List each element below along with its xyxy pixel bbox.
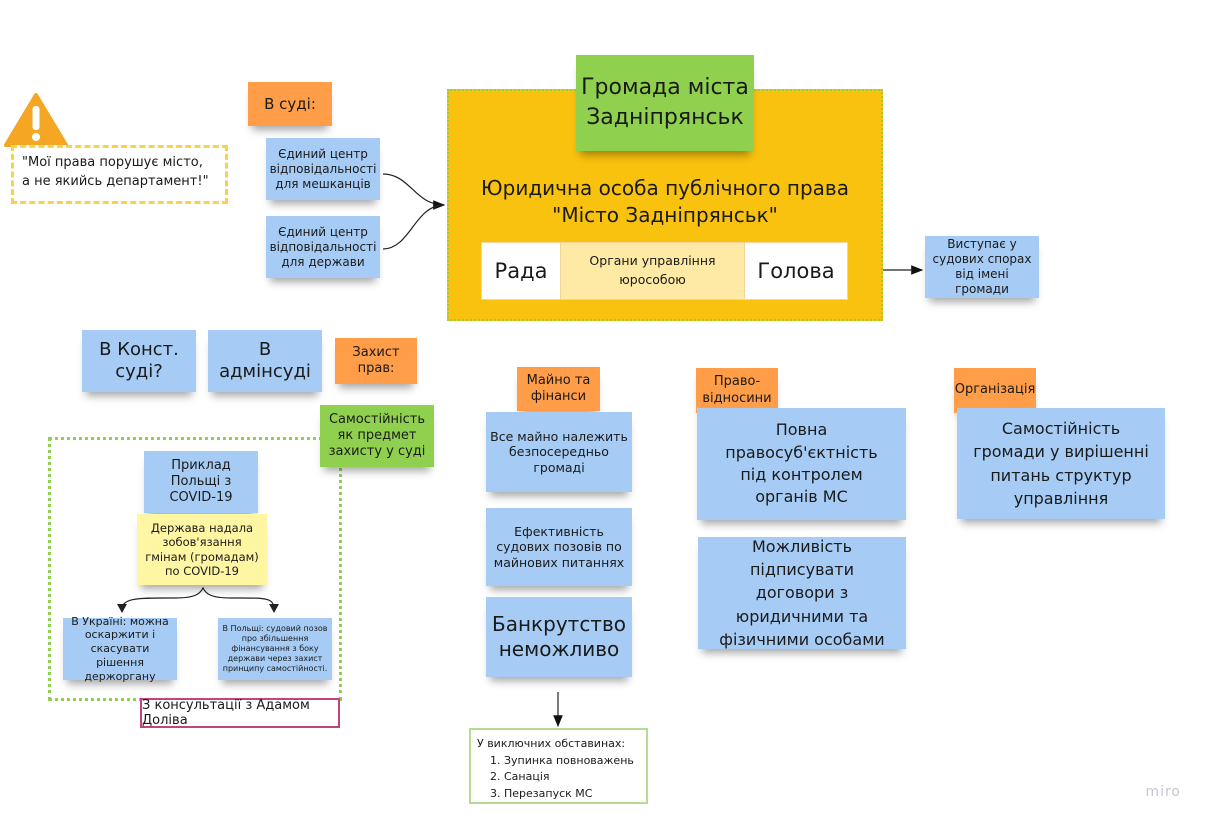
represents-sticky[interactable]: Виступає у судових спорах від імені гром… — [925, 236, 1039, 298]
all-property-text: Все майно належить безпосередньо громаді — [490, 428, 628, 475]
quote-line-1: "Мої права порушує місто, — [22, 155, 203, 170]
court-label-sticky[interactable]: В суді: — [248, 82, 332, 126]
head-cell[interactable]: Голова — [744, 242, 848, 300]
brace-split-connector — [121, 586, 275, 611]
organization-autonomy-sticky[interactable]: Самостійність громади у вирішенні питань… — [957, 408, 1165, 519]
admin-court-sticky[interactable]: В адмінсуді — [208, 330, 322, 392]
exceptional-item-2: 2. Санація — [490, 770, 550, 783]
brace-arrow-left — [117, 604, 127, 613]
brace-arrow-right — [269, 604, 279, 613]
warning-triangle-icon — [4, 92, 68, 148]
exceptional-item-3: 3. Перезапуск МС — [490, 786, 593, 800]
head-text: Голова — [757, 259, 835, 283]
bankruptcy-text: Банкрутство неможливо — [492, 612, 626, 661]
warning-quote-note[interactable]: "Мої права порушує місто, а не якийсь де… — [11, 145, 228, 204]
governing-bodies-text: Органи управління юрособою — [589, 253, 716, 287]
exceptional-circumstances-box[interactable]: У виключних обставинах: 1. Зупинка повно… — [469, 728, 648, 804]
autonomy-protection-sticky[interactable]: Самостійність як предмет захисту у суді — [320, 405, 434, 467]
council-text: Рада — [494, 259, 548, 283]
all-property-sticky[interactable]: Все майно належить безпосередньо громаді — [486, 412, 632, 492]
entity-title: Юридична особа публічного права "Місто З… — [449, 175, 881, 229]
community-title-sticky[interactable]: Громада міста Задніпрянськ — [576, 55, 754, 151]
connector-residents-to-entity — [382, 173, 446, 210]
contracts-sticky[interactable]: Можливість підписувати договори з юридич… — [698, 537, 906, 649]
miro-logo: miro — [1145, 784, 1181, 800]
legal-entity-frame[interactable]: Юридична особа публічного права "Місто З… — [447, 89, 883, 321]
relations-label-sticky[interactable]: Право-відносини — [696, 368, 778, 413]
center-state-sticky[interactable]: Єдиний центр відповідальності для держав… — [266, 216, 380, 278]
center-residents-sticky[interactable]: Єдиний центр відповідальності для мешкан… — [266, 138, 380, 200]
autonomy-protection-text: Самостійність як предмет захисту у суді — [328, 411, 426, 460]
contracts-text: Можливість підписувати договори з юридич… — [719, 537, 885, 649]
court-label: В суді: — [264, 94, 316, 113]
organization-label: Організація — [954, 382, 1036, 398]
consultation-text: З консультації з Адамом Доліва — [142, 698, 310, 728]
poland-example-sticky[interactable]: Приклад Польщі з COVID-19 — [144, 451, 258, 513]
ukraine-sticky[interactable]: В Україні: можна оскаржити і скасувати р… — [63, 615, 177, 683]
poland-example-text: Приклад Польщі з COVID-19 — [169, 457, 233, 506]
full-capacity-sticky[interactable]: Повна правосуб'єктність під контролем ор… — [697, 408, 906, 520]
center-residents-text: Єдиний центр відповідальності для мешкан… — [269, 146, 377, 191]
admin-court-text: В адмінсуді — [219, 338, 311, 383]
bankruptcy-sticky[interactable]: Банкрутство неможливо — [486, 597, 632, 677]
lawsuits-sticky[interactable]: Ефективність судових позовів по майнових… — [486, 508, 632, 586]
quote-line-2: а не якийсь департамент!" — [22, 173, 209, 189]
relations-label: Право-відносини — [702, 374, 772, 406]
connector-state-to-entity — [382, 204, 445, 250]
poland-text: В Польщі: судовий позов про збільшення ф… — [222, 624, 328, 673]
lawsuits-text: Ефективність судових позовів по майнових… — [493, 523, 625, 570]
entity-title-line-2: "Місто Задніпрянськ" — [552, 203, 778, 227]
exceptional-title: У виключних обставинах: — [477, 737, 626, 750]
state-obligation-sticky[interactable]: Держава надала зобов'язання гмінам (гром… — [137, 514, 267, 585]
represents-text: Виступає у судових спорах від імені гром… — [932, 237, 1032, 296]
property-label-sticky[interactable]: Майно та фінанси — [517, 367, 600, 411]
ukraine-text: В Україні: можна оскаржити і скасувати р… — [71, 614, 169, 683]
full-capacity-text: Повна правосуб'єктність під контролем ор… — [725, 420, 878, 507]
const-court-text: В Конст. суді? — [99, 338, 179, 383]
protection-label-sticky[interactable]: Захист прав: — [335, 338, 417, 384]
consultation-note[interactable]: З консультації з Адамом Доліва — [140, 698, 340, 728]
center-state-text: Єдиний центр відповідальності для держав… — [269, 224, 377, 269]
organization-autonomy-text: Самостійність громади у вирішенні питань… — [973, 419, 1149, 508]
community-title: Громада міста Задніпрянськ — [581, 75, 749, 130]
property-label: Майно та фінанси — [526, 372, 591, 404]
protection-label: Захист прав: — [352, 344, 400, 376]
poland-sticky[interactable]: В Польщі: судовий позов про збільшення ф… — [218, 618, 332, 680]
entity-title-line-1: Юридична особа публічного права — [481, 176, 849, 200]
state-obligation-text: Держава надала зобов'язання гмінам (гром… — [145, 520, 259, 578]
council-cell[interactable]: Рада — [481, 242, 561, 300]
exceptional-item-1: 1. Зупинка повноважень — [490, 753, 634, 767]
const-court-sticky[interactable]: В Конст. суді? — [82, 330, 196, 392]
governing-bodies-cell[interactable]: Органи управління юрособою — [560, 242, 745, 300]
organization-label-sticky[interactable]: Організація — [954, 368, 1036, 413]
